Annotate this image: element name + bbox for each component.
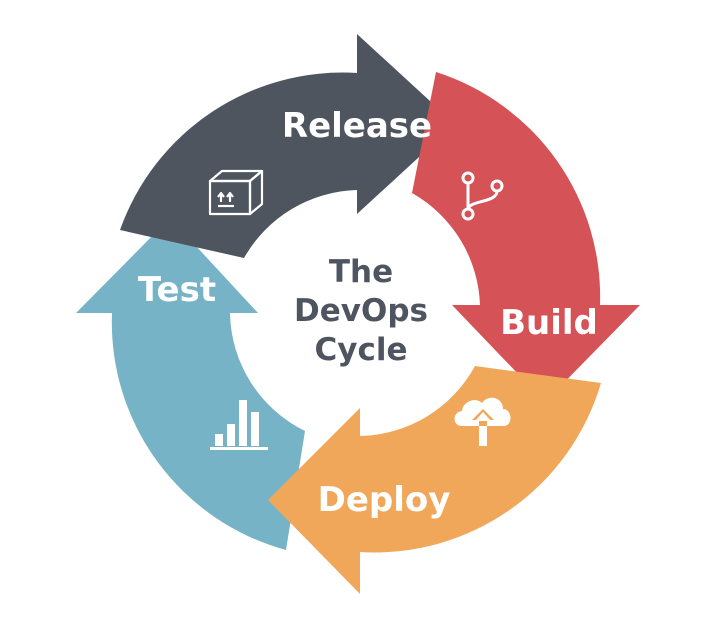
cloud-upload-icon — [454, 397, 511, 446]
test-label: Test — [138, 270, 216, 310]
release-label: Release — [282, 106, 432, 146]
build-label: Build — [500, 303, 598, 343]
build-arrow — [412, 72, 640, 402]
deploy-label: Deploy — [318, 480, 451, 520]
git-branch-icon — [461, 171, 504, 221]
release-arrow — [120, 34, 455, 258]
deploy-arrow — [268, 366, 601, 594]
bar-chart-icon — [210, 400, 268, 450]
center-title-line-2: DevOps — [294, 293, 428, 329]
test-arrow — [76, 218, 305, 550]
center-title-line-1: The — [329, 254, 393, 290]
center-title-line-3: Cycle — [315, 332, 408, 368]
package-box-icon — [208, 169, 264, 216]
